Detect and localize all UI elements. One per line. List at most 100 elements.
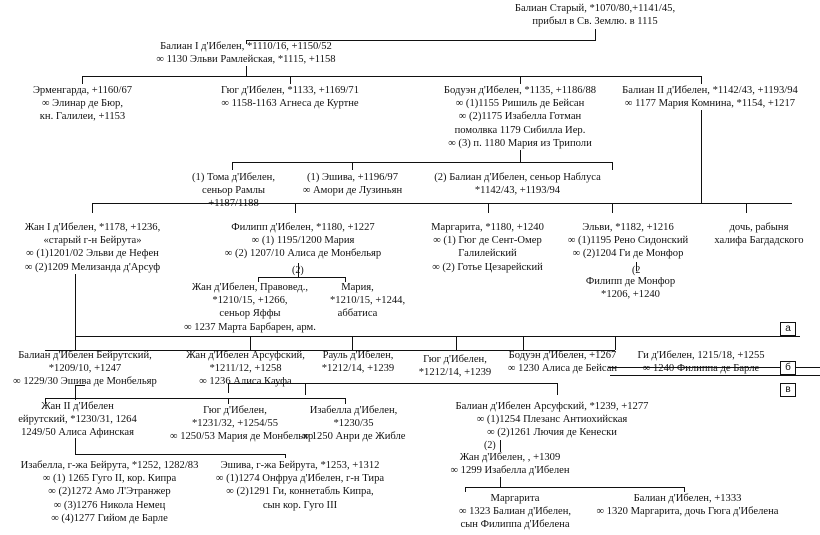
- person-gi: Ги д'Ибелен, 1215/18, +1255 ∞ 1240 Филип…: [626, 349, 776, 375]
- text-line: помолвка 1179 Сибилла Иер.: [454, 124, 586, 136]
- person-balian-stary: Балиан Старый, *1070/80,+1141/45, прибыл…: [470, 2, 720, 28]
- text-line: *1212/14, +1239: [418, 367, 492, 379]
- text-line: ∞ 1320 Маргарита, дочь Гюга д'Ибелена: [596, 506, 779, 518]
- text-line: ∞ (3)1276 Никола Немец: [53, 499, 166, 511]
- text-line: Балиан II д'Ибелен, *1142/43, +1193/94: [622, 85, 798, 96]
- text-line: Рауль д'Ибелен,: [322, 350, 394, 361]
- text-line: Гюг д'Ибелен,: [423, 354, 487, 365]
- line: [92, 203, 792, 204]
- text-line: ∞ Элинар де Бюр,: [41, 98, 123, 110]
- line: [246, 40, 247, 44]
- text-line: ∞ (2)1261 Лючия де Кенески: [487, 427, 617, 439]
- text-line: Жан д'Ибелен Арсуфский,: [186, 350, 305, 361]
- line: [75, 454, 285, 455]
- line: [82, 76, 702, 77]
- text-line: ∞ (2) 1207/10 Алиса де Монбельяр: [224, 248, 382, 260]
- line: [82, 76, 83, 84]
- line: [295, 203, 296, 213]
- text-line: *1206, +1240: [601, 289, 660, 301]
- text-line: Эльви, *1182, +1216: [582, 222, 674, 233]
- line: [608, 367, 820, 368]
- text-line: ейрутский, *1230/31, 1264: [18, 414, 137, 426]
- person-zhan-2: Жан II д'Ибелен ейрутский, *1230/31, 126…: [10, 400, 145, 440]
- line: [746, 203, 747, 213]
- person-izabella-1: Изабелла д'Ибелен, *1230/35 ∞ 1250 Анри …: [296, 404, 411, 444]
- person-raul: Рауль д'Ибелен, *1212/14, +1239: [318, 349, 398, 375]
- text-line: ∞ (2)1204 Ги де Монфор: [572, 248, 684, 260]
- text-line: *1230/35: [333, 418, 374, 430]
- text-line: ∞ (1)1195 Рено Сидонский: [567, 235, 689, 247]
- text-line: Маргарита, *1180, +1240: [431, 222, 544, 233]
- text-line: Бодуэн д'Ибелен, +1267: [508, 350, 617, 361]
- line: [232, 162, 612, 163]
- person-eshiva-beyrut: Эшива, г-жа Бейрута, *1253, +1312 ∞ (1)1…: [196, 459, 404, 512]
- text-line: ∞ 1229/30 Эшива де Монбельяр: [13, 376, 157, 388]
- text-line: (1) Эшива, +1196/97: [307, 172, 398, 183]
- person-gyug-3: Гюг д'Ибелен, *1231/32, +1254/55 ∞ 1250/…: [170, 404, 313, 444]
- text-line: сеньор Яффы: [219, 308, 281, 320]
- marker-2: (2): [484, 440, 496, 451]
- line: [246, 40, 596, 41]
- person-balian-1: Балиан I д'Ибелен, *1110/16, +1150/52 ∞ …: [126, 40, 366, 66]
- person-maria-abb: Мария, *1210/15, +1244, аббатиса: [330, 281, 406, 321]
- line: [258, 277, 346, 278]
- text-line: сын Филиппа д'Ибелена: [460, 519, 570, 531]
- text-line: 1249/50 Алиса Афинская: [21, 427, 134, 439]
- line: [520, 150, 521, 162]
- text-line: Изабелла д'Ибелен,: [309, 405, 398, 416]
- text-line: *1142/43, +1193/94: [474, 185, 561, 197]
- person-margarita-1: Маргарита, *1180, +1240 ∞ (1) Гюг де Сен…: [420, 221, 555, 274]
- text-line: Балиан Старый, *1070/80,+1141/45,: [514, 3, 676, 14]
- line: [305, 383, 306, 395]
- marker-2: (2): [292, 265, 304, 276]
- person-margarita-2: Маргарита ∞ 1323 Балиан д'Ибелен, сын Фи…: [450, 492, 580, 532]
- text-line: Жан I д'Ибелен, *1178, +1236,: [24, 222, 161, 233]
- person-zhan-arsuf: Жан д'Ибелен Арсуфский, *1211/12, +1258 …: [178, 349, 313, 389]
- text-line: халифа Багдадского: [714, 235, 804, 247]
- line: [92, 203, 93, 213]
- line: [75, 386, 76, 400]
- text-line: Жан д'Ибелен, Правовед.,: [191, 282, 309, 293]
- text-line: ∞ (1)1155 Ришиль де Бейсан: [455, 98, 585, 110]
- text-line: *1211/12, +1258: [209, 363, 282, 375]
- line: [500, 440, 501, 452]
- line: [75, 385, 85, 386]
- text-line: *1210/15, +1244,: [330, 295, 406, 307]
- text-line: *1212/14, +1239: [321, 363, 395, 375]
- marker-a-box: а: [780, 322, 796, 336]
- text-line: ∞ (1)1274 Онфруа д'Ибелен, г-н Тира: [215, 473, 385, 485]
- text-line: ∞ 1240 Филиппа де Барле: [642, 363, 760, 375]
- person-balian-arsuf: Балиан д'Ибелен Арсуфский, *1239, +1277 …: [438, 400, 666, 440]
- marker-2: (2: [632, 265, 641, 276]
- person-zhan-3: Жан д'Ибелен, , +1309 ∞ 1299 Изабелла д'…: [440, 451, 580, 477]
- person-balian-beyrut: Балиан д'Ибелен Бейрутский, *1209/10, +1…: [10, 349, 160, 389]
- line: [228, 398, 229, 404]
- person-doch: дочь, рабыня халифа Багдадского: [700, 221, 818, 247]
- person-boduen: Бодуэн д'Ибелен, *1135, +1186/88 ∞ (1)11…: [425, 84, 615, 150]
- text-line: Маргарита: [490, 493, 540, 504]
- line: [345, 398, 346, 404]
- person-boduen-2: Бодуэн д'Ибелен, +1267 ∞ 1230 Алиса де Б…: [500, 349, 625, 375]
- text-line: ∞ 1130 Эльви Рамлейская, *1115, +1158: [156, 54, 336, 66]
- line: [45, 398, 345, 399]
- person-izabella-beyrut: Изабелла, г-жа Бейрута, *1252, 1282/83 ∞…: [2, 459, 217, 525]
- text-line: Балиан д'Ибелен Бейрутский,: [18, 350, 152, 361]
- text-line: ∞ 1230 Алиса де Бейсан: [507, 363, 618, 375]
- text-line: (2) Балиан д'Ибелен, сеньор Наблуса: [434, 172, 601, 183]
- person-eshiva-1: (1) Эшива, +1196/97 ∞ Амори де Лузиньян: [290, 171, 415, 197]
- line: [636, 262, 637, 271]
- line: [246, 66, 247, 76]
- person-balian-1333: Балиан д'Ибелен, +1333 ∞ 1320 Маргарита,…: [590, 492, 785, 518]
- text-line: (1) Тома д'Ибелен,: [192, 172, 275, 183]
- text-line: ∞ 1236 Алиса Кауфа: [199, 376, 292, 388]
- text-line: ∞ (1) 1195/1200 Мария: [251, 235, 355, 247]
- text-line: Филипп де Монфор: [585, 276, 676, 287]
- line: [250, 336, 251, 350]
- line: [465, 487, 685, 488]
- line: [285, 454, 286, 458]
- text-line: ∞ (2)1175 Изабелла Готман: [458, 111, 582, 123]
- line: [45, 398, 46, 404]
- text-line: ∞ (3) п. 1180 Мария из Триполи: [448, 137, 592, 149]
- line: [615, 336, 616, 350]
- line: [595, 29, 596, 40]
